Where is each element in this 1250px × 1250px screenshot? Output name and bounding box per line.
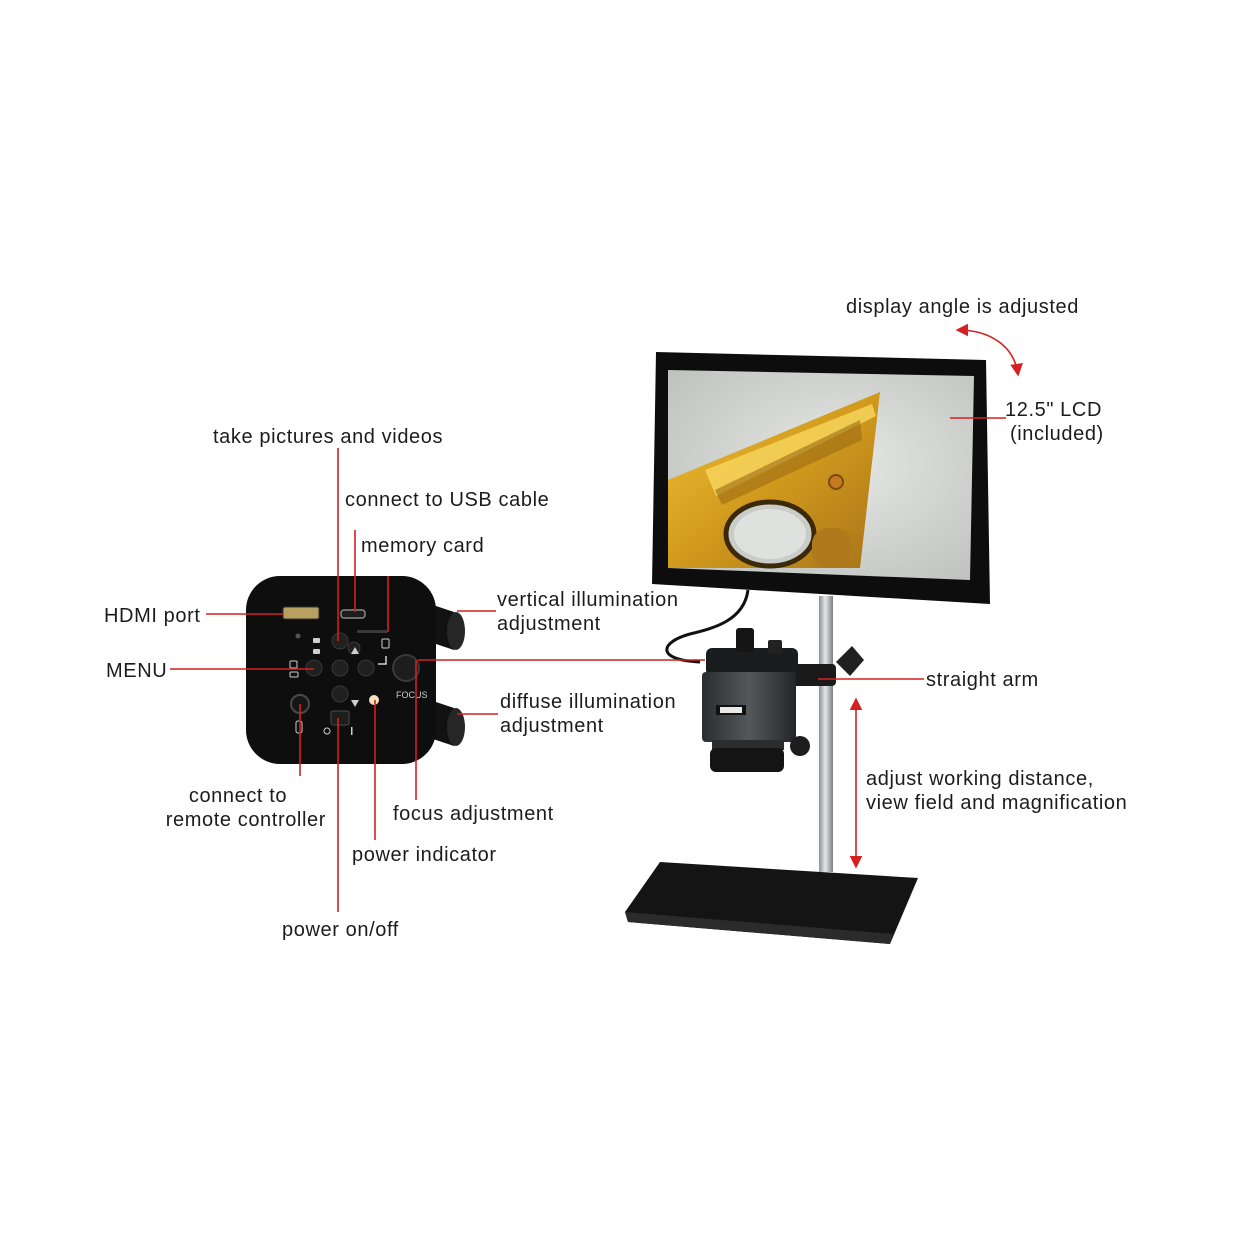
- label-remote: connect to remote controller: [150, 784, 326, 832]
- label-remote-line1: connect to: [188, 785, 288, 807]
- usb-port[interactable]: [340, 609, 366, 619]
- label-working-distance: adjust working distance, view field and …: [866, 767, 1127, 815]
- menu-button[interactable]: [305, 659, 323, 677]
- label-lcd: 12.5" LCD (included): [1005, 398, 1104, 446]
- leader-lines: [170, 323, 1023, 912]
- label-remote-line2: remote controller: [165, 809, 326, 831]
- stand-pole: [819, 596, 833, 872]
- display-angle-arrow: [955, 323, 1023, 377]
- label-power-indicator: power indicator: [352, 844, 497, 866]
- label-working-distance-line1: adjust working distance,: [866, 768, 1094, 790]
- panel-icons: [289, 638, 390, 735]
- label-take-pictures: take pictures and videos: [213, 426, 444, 448]
- label-focus: focus adjustment: [393, 803, 554, 825]
- power-switch[interactable]: [330, 710, 350, 726]
- microscope-stand: [625, 596, 918, 944]
- label-diffuse-illumination: diffuse illumination adjustment: [500, 690, 676, 738]
- label-diffuse-illumination-line2: adjustment: [500, 715, 604, 737]
- label-vertical-illumination-line2: adjustment: [497, 613, 601, 635]
- label-diffuse-illumination-line1: diffuse illumination: [500, 691, 677, 713]
- label-hdmi: HDMI port: [104, 605, 201, 627]
- lcd-monitor: [652, 352, 990, 604]
- label-memory-card: memory card: [361, 535, 485, 557]
- label-lcd-line2: (included): [1010, 423, 1104, 445]
- label-vertical-illumination: vertical illumination adjustment: [497, 588, 679, 636]
- power-indicator-led: [369, 695, 379, 705]
- hdmi-port[interactable]: [282, 606, 320, 620]
- focus-knob[interactable]: [392, 654, 420, 682]
- camera-head: [702, 628, 810, 772]
- label-working-distance-line2: view field and magnification: [866, 792, 1128, 814]
- straight-arm-knob[interactable]: [836, 646, 864, 676]
- label-vertical-illumination-line1: vertical illumination: [497, 589, 679, 611]
- specimen-image: [668, 392, 880, 569]
- label-usb: connect to USB cable: [345, 489, 550, 511]
- nav-down-button[interactable]: [331, 685, 349, 703]
- control-unit: FOCUS: [246, 576, 465, 764]
- label-display-angle: display angle is adjusted: [846, 296, 1079, 318]
- usb-cable: [665, 589, 750, 664]
- capture-button[interactable]: [331, 632, 349, 650]
- label-power-onoff: power on/off: [282, 919, 399, 941]
- nav-right-button[interactable]: [357, 659, 375, 677]
- camera-side-knob[interactable]: [790, 736, 810, 756]
- memory-card-slot[interactable]: [357, 630, 387, 633]
- label-straight-arm: straight arm: [926, 669, 1039, 691]
- label-lcd-line1: 12.5" LCD: [1005, 399, 1102, 421]
- focus-marking: FOCUS: [396, 690, 428, 700]
- nav-center-button[interactable]: [331, 659, 349, 677]
- label-menu: MENU: [106, 660, 168, 682]
